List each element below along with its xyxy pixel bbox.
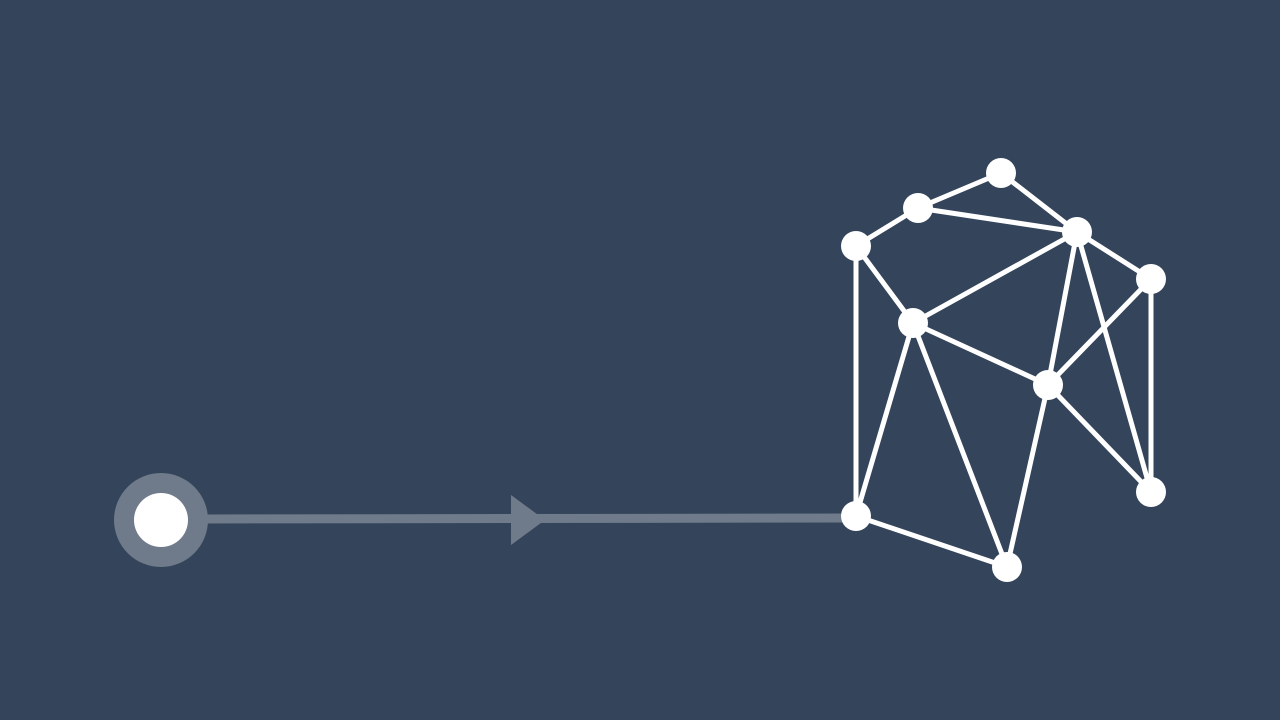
network-edge-n6-n4 [910,229,1080,326]
network-node-center [898,308,928,338]
network-edge-n3-n6 [853,243,916,326]
network-edge-n2-n1 [915,170,1004,211]
network-edge-n2-n4 [915,205,1080,235]
network-node-top [986,158,1016,188]
network-node-right [1136,264,1166,294]
network-node-center-right [1033,370,1063,400]
network-node-bottom [992,552,1022,582]
start-node [134,493,188,547]
connector-layer [200,495,857,545]
network-edge-n6-n9 [910,320,1010,570]
network-edge-n5-n7 [1045,276,1154,388]
network-edge-n1-n4 [998,170,1080,235]
network-edges [853,170,1154,570]
network-edge-n7-n10 [1045,382,1154,495]
network-edge-n4-n10 [1074,229,1154,495]
arrow-head-icon [511,495,545,545]
network-node-upper-left [903,193,933,223]
network-edge-n6-n7 [910,320,1051,388]
network-node-upper-right [1062,217,1092,247]
network-edge-n6-n8 [853,320,916,519]
network-nodes [841,158,1166,582]
network-edge-n8-n9 [853,513,1010,570]
network-node-bottom-left [841,501,871,531]
network-edge-n7-n9 [1004,382,1051,570]
network-node-left [841,231,871,261]
start-layer [114,473,208,567]
network-node-bottom-right [1136,477,1166,507]
network-edge-n4-n7 [1045,229,1080,388]
